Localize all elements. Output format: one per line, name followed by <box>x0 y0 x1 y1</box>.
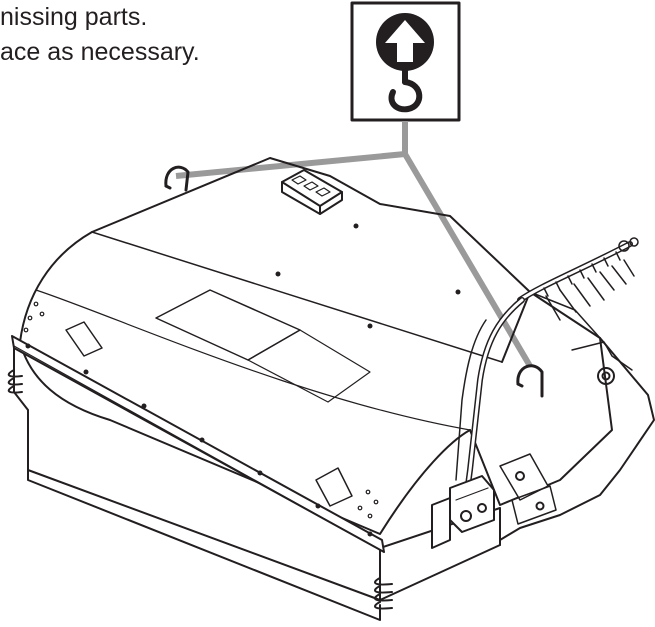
leader-lines <box>175 121 533 368</box>
top-valve-block <box>281 169 343 215</box>
hood-rivets <box>23 301 379 519</box>
spring-bottom <box>374 577 393 610</box>
instruction-line-2: ace as necessary. <box>0 38 200 66</box>
front-rail <box>11 335 385 553</box>
hood-holes <box>275 223 461 329</box>
spring-left <box>7 369 23 394</box>
hydraulic-manifold <box>431 453 557 549</box>
hose-to-manifold <box>455 297 525 503</box>
instruction-line-1: nissing parts. <box>0 3 148 31</box>
lift-hook-right <box>516 364 544 398</box>
lift-point-hook-icon <box>376 13 434 113</box>
rail-bolts <box>25 343 373 537</box>
decals <box>65 289 371 507</box>
lift-hook-left <box>164 165 190 192</box>
lift-point-icon-box <box>350 1 461 122</box>
hydraulic-hoses <box>517 237 639 321</box>
